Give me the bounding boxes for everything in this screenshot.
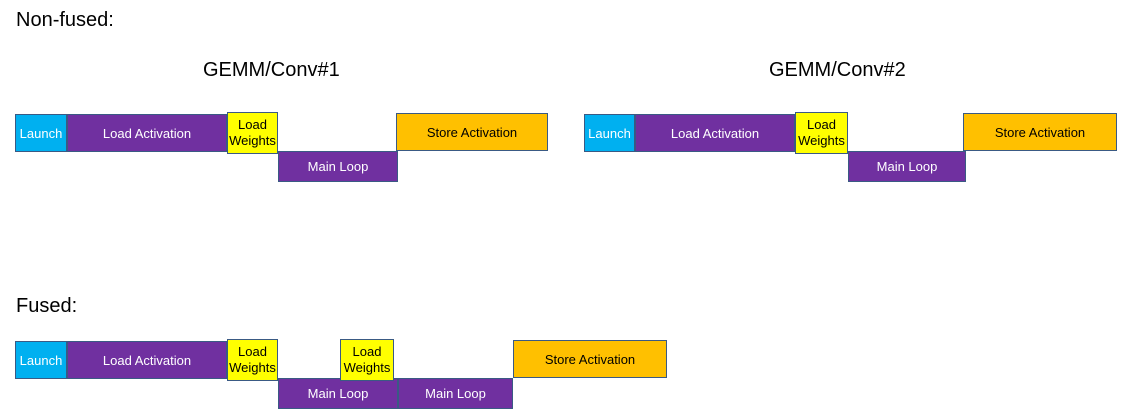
timeline-bar-f-load-act: Load Activation [67, 341, 227, 379]
timeline-bar-nf-g2-load-act: Load Activation [635, 114, 795, 152]
timeline-bar-f-launch: Launch [15, 341, 67, 379]
timeline-bar-nf-g1-store-act: Store Activation [396, 113, 548, 151]
timeline-bar-f-main-loop-1: Main Loop [278, 378, 398, 409]
timeline-bar-nf-g2-launch: Launch [584, 114, 635, 152]
timeline-bar-f-main-loop-2: Main Loop [398, 378, 513, 409]
timeline-bar-nf-g2-main-loop: Main Loop [848, 151, 966, 182]
group-title-gemm-conv-2: GEMM/Conv#2 [769, 59, 906, 81]
timeline-bar-nf-g1-main-loop: Main Loop [278, 151, 398, 182]
timeline-bar-nf-g1-load-wts: Load Weights [227, 112, 278, 154]
timeline-bar-nf-g2-load-wts: Load Weights [795, 112, 848, 154]
timeline-bar-nf-g1-launch: Launch [15, 114, 67, 152]
section-label-non-fused: Non-fused: [16, 9, 114, 31]
timeline-bar-f-load-wts-1: Load Weights [227, 339, 278, 381]
timeline-bar-nf-g2-store-act: Store Activation [963, 113, 1117, 151]
timeline-bar-f-load-wts-2: Load Weights [340, 339, 394, 381]
group-title-gemm-conv-1: GEMM/Conv#1 [203, 59, 340, 81]
timeline-bar-f-store-act: Store Activation [513, 340, 667, 378]
timeline-bar-nf-g1-load-act: Load Activation [67, 114, 227, 152]
section-label-fused: Fused: [16, 295, 78, 317]
